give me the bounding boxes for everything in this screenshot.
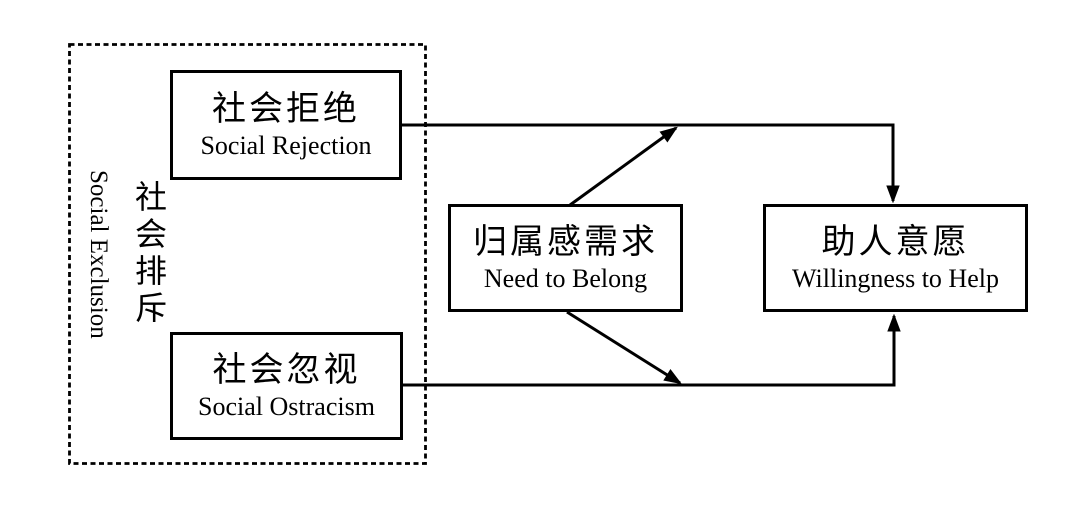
arrow-ostracism-to-help	[400, 316, 894, 387]
arrow-belong-to-ostracism-path	[566, 310, 680, 383]
social-ostracism-label-en: Social Ostracism	[198, 392, 375, 422]
arrow-rejection-to-help	[400, 123, 893, 201]
social-rejection-label-zh: 社会拒绝	[212, 90, 360, 128]
node-willingness-to-help: 助人意愿 Willingness to Help	[763, 204, 1028, 312]
social-exclusion-label-zh: 社会排斥	[131, 180, 167, 328]
node-social-ostracism: 社会忽视 Social Ostracism	[170, 332, 403, 440]
social-ostracism-label-zh: 社会忽视	[212, 351, 361, 389]
willingness-to-help-label-en: Willingness to Help	[792, 264, 999, 294]
node-need-to-belong: 归属感需求 Need to Belong	[448, 204, 683, 312]
social-rejection-label-en: Social Rejection	[200, 131, 372, 161]
social-exclusion-label-en: Social Exclusion	[85, 169, 112, 339]
need-to-belong-label-en: Need to Belong	[483, 264, 648, 294]
node-social-rejection: 社会拒绝 Social Rejection	[170, 70, 402, 180]
social-exclusion-group-label: Social Exclusion 社会排斥	[84, 43, 172, 465]
arrow-belong-to-rejection-path	[569, 128, 676, 207]
willingness-to-help-label-zh: 助人意愿	[821, 223, 970, 261]
need-to-belong-label-zh: 归属感需求	[473, 223, 658, 261]
